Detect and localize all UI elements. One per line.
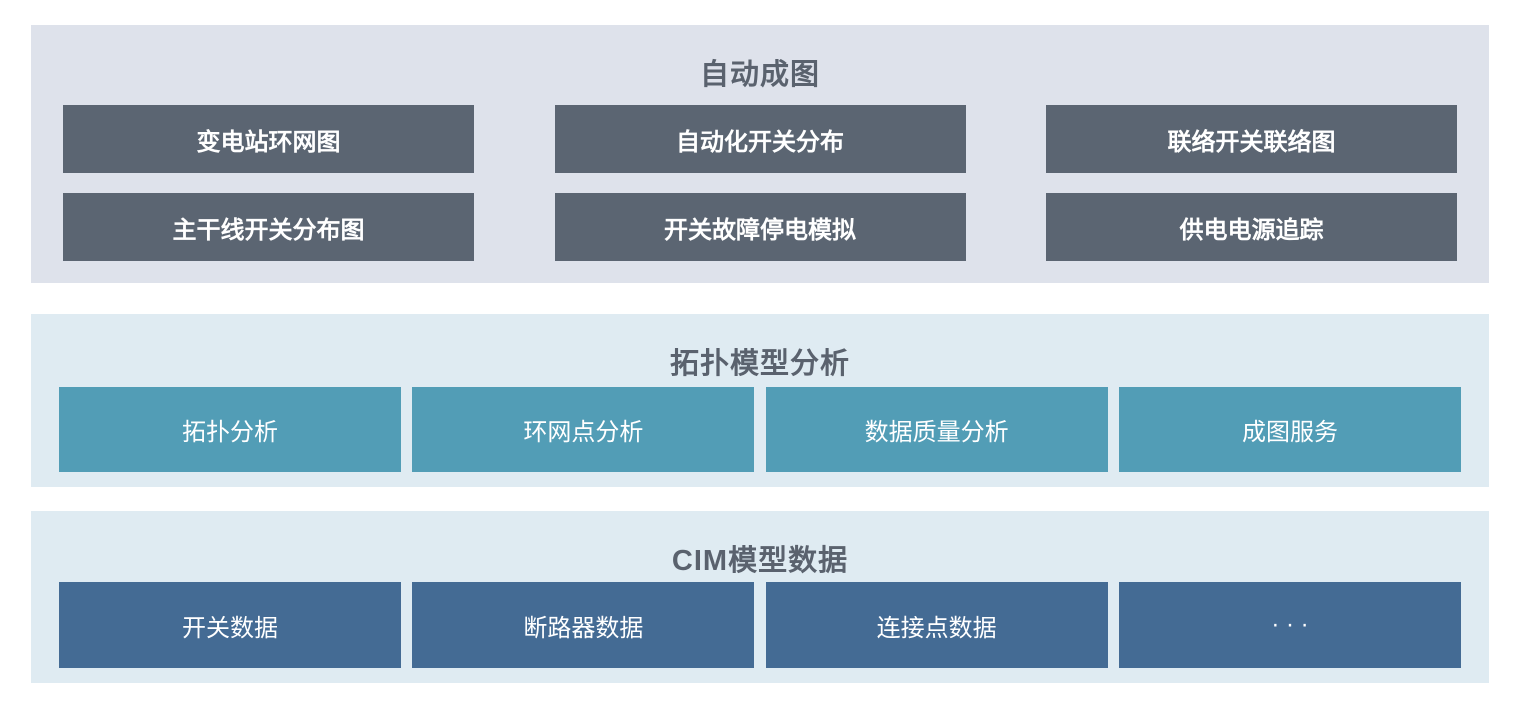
module-block-topology-analysis: 拓扑分析 xyxy=(59,387,401,472)
layer-title: 自动成图 xyxy=(699,59,820,91)
module-block-substation-ring-diagram: 变电站环网图 xyxy=(63,105,474,173)
module-block-data-quality-analysis: 数据质量分析 xyxy=(765,387,1108,472)
data-block-breaker-data: 断路器数据 xyxy=(412,582,755,668)
data-block-switch-data: 开关数据 xyxy=(59,582,401,668)
module-block-trunk-switch-distribution-diagram: 主干线开关分布图 xyxy=(63,193,474,261)
module-block-tie-switch-diagram: 联络开关联络图 xyxy=(1046,105,1457,173)
auto-mapping-row-2: 主干线开关分布图 开关故障停电模拟 供电电源追踪 xyxy=(63,193,1457,261)
layer-title: CIM模型数据 xyxy=(671,545,849,577)
layer-topology-model-analysis: 拓扑模型分析 拓扑分析 环网点分析 数据质量分析 成图服务 xyxy=(31,314,1489,487)
layer-title: 拓扑模型分析 xyxy=(669,348,850,380)
module-block-power-source-tracing: 供电电源追踪 xyxy=(1046,193,1457,261)
data-block-ellipsis: · · · xyxy=(1118,582,1461,668)
module-block-ring-point-analysis: 环网点分析 xyxy=(412,387,755,472)
layer-cim-model-data: CIM模型数据 开关数据 断路器数据 连接点数据 · · · xyxy=(31,511,1489,683)
module-block-automated-switch-distribution: 自动化开关分布 xyxy=(554,105,966,173)
module-block-mapping-service: 成图服务 xyxy=(1118,387,1461,472)
cim-data-row: 开关数据 断路器数据 连接点数据 · · · xyxy=(59,582,1461,668)
module-block-switch-fault-outage-simulation: 开关故障停电模拟 xyxy=(554,193,966,261)
topology-analysis-row: 拓扑分析 环网点分析 数据质量分析 成图服务 xyxy=(59,387,1461,472)
layer-auto-mapping: 自动成图 变电站环网图 自动化开关分布 联络开关联络图 主干线开关分布图 开关故… xyxy=(31,25,1489,283)
data-block-connection-point-data: 连接点数据 xyxy=(765,582,1108,668)
auto-mapping-row-1: 变电站环网图 自动化开关分布 联络开关联络图 xyxy=(63,105,1457,173)
